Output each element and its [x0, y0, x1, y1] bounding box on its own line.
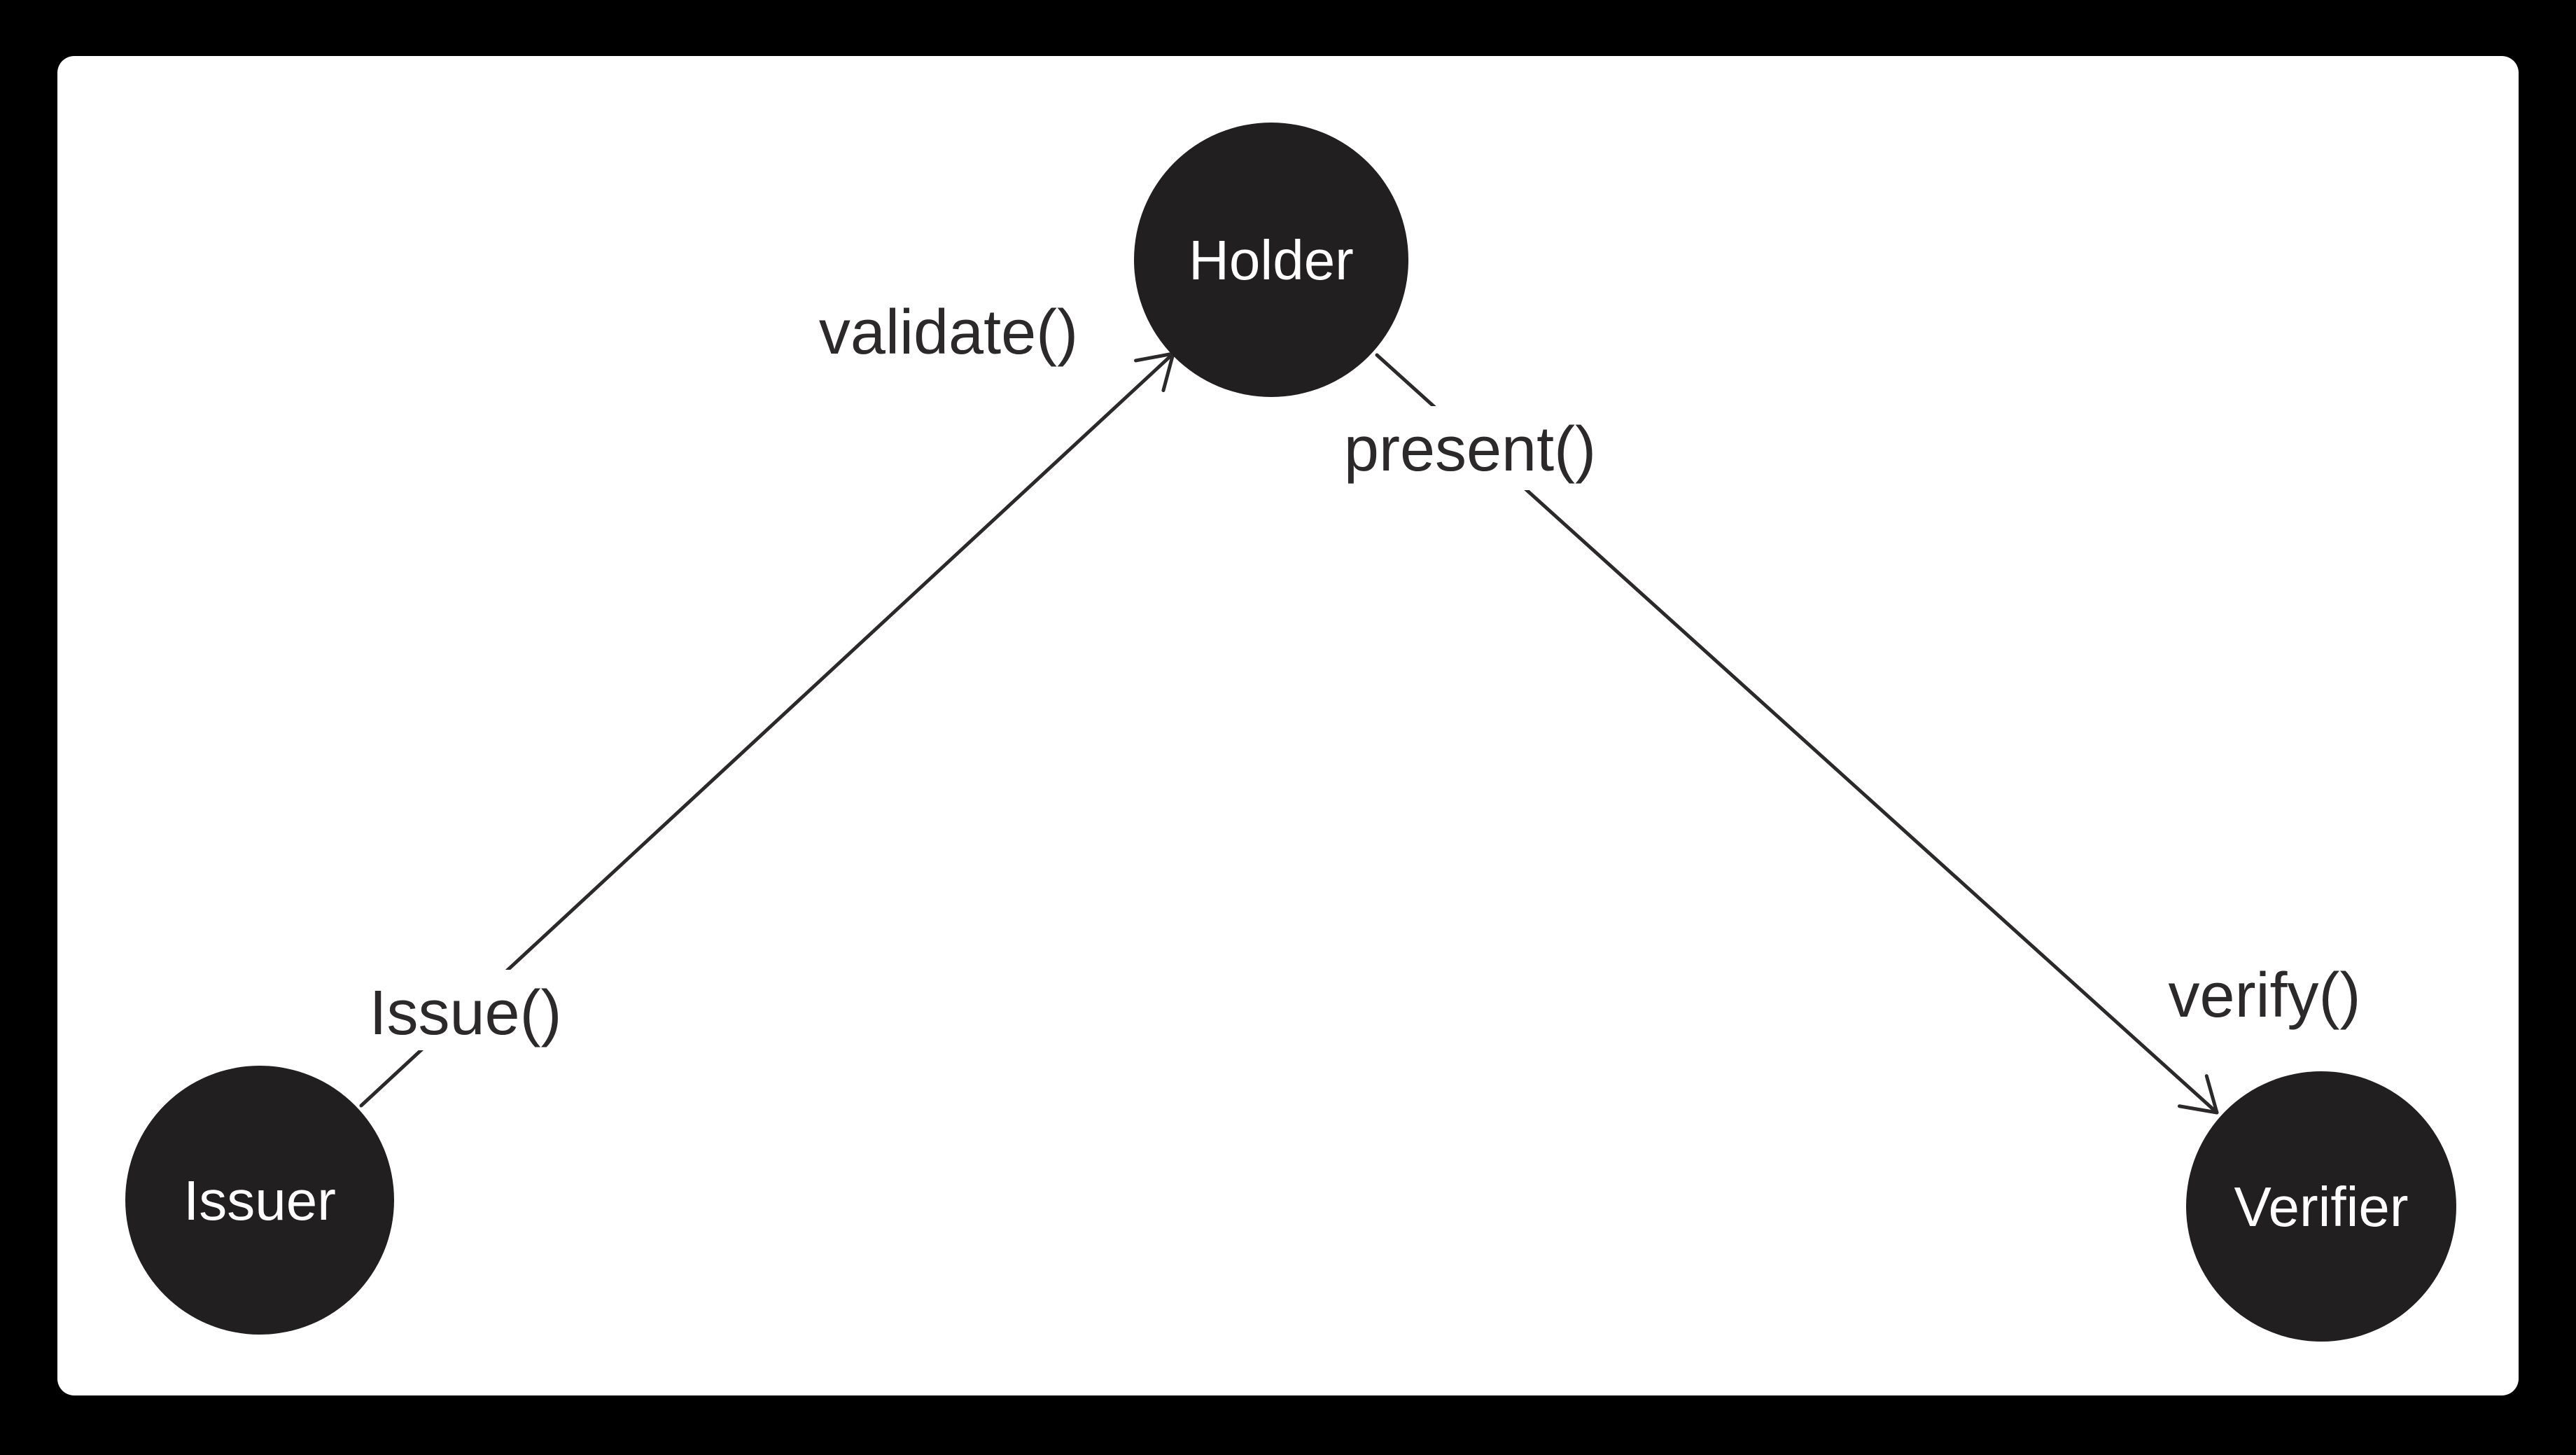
node-issuer-label: Issuer	[183, 1169, 336, 1232]
edge-label-issue: Issue()	[369, 978, 561, 1048]
canvas-panel	[57, 56, 2519, 1395]
edge-label-present: present()	[1344, 415, 1596, 485]
issue-label-mask	[354, 970, 578, 1050]
node-verifier-label: Verifier	[2234, 1176, 2409, 1238]
node-holder-circle	[1134, 123, 1408, 397]
node-holder-label: Holder	[1189, 229, 1354, 291]
present-label-mask	[1351, 406, 1589, 490]
edge-label-verify: verify()	[2169, 961, 2361, 1031]
edge-label-validate: validate()	[819, 298, 1078, 368]
node-verifier-circle	[2186, 1071, 2456, 1342]
node-issuer-circle	[125, 1066, 394, 1335]
